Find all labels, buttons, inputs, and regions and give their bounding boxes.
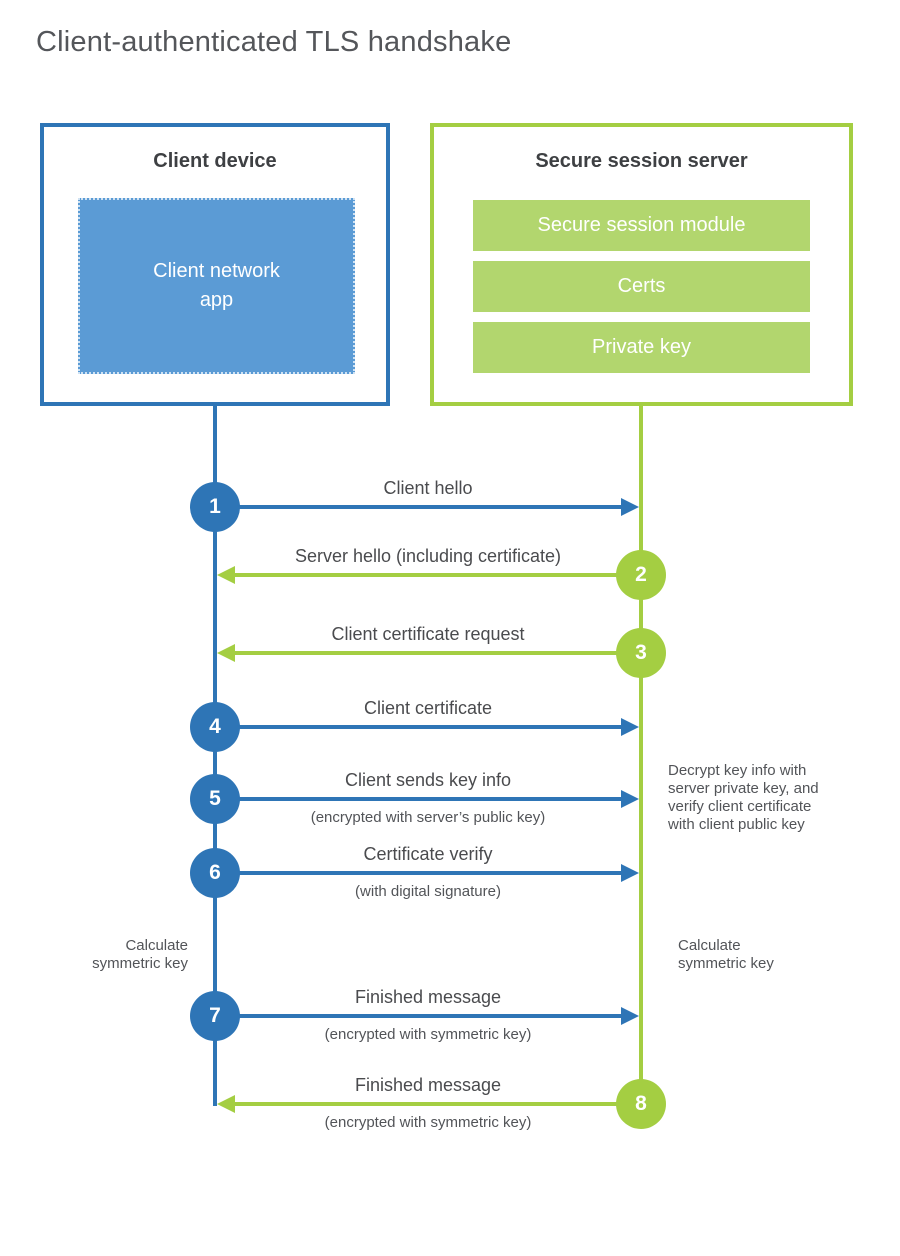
step-badge-5: 5 xyxy=(190,774,240,824)
arrow-line xyxy=(235,651,641,655)
arrow-line xyxy=(235,573,641,577)
message-label: Server hello (including certificate) xyxy=(294,546,562,566)
arrowhead-right-icon xyxy=(621,1007,639,1025)
message-label: Client hello xyxy=(383,478,473,498)
module-bar-certs: Certs xyxy=(473,261,810,312)
client-network-app-box: Client network app xyxy=(78,198,355,374)
arrowhead-left-icon xyxy=(217,566,235,584)
client-device-heading: Client device xyxy=(153,150,277,172)
step-badge-6: 6 xyxy=(190,848,240,898)
step-badge-8: 8 xyxy=(616,1079,666,1129)
module-bar-private-key: Private key xyxy=(473,322,810,373)
message-label: Client certificate request xyxy=(331,624,525,644)
arrow-line xyxy=(215,871,621,875)
message-label: Certificate verify xyxy=(363,844,493,864)
arrowhead-left-icon xyxy=(217,644,235,662)
calculate-symmetric-key-right-note: Calculate symmetric key xyxy=(678,937,774,972)
arrow-line xyxy=(215,797,621,801)
arrowhead-right-icon xyxy=(621,864,639,882)
step-badge-3: 3 xyxy=(616,628,666,678)
server-box: Secure session server Secure session mod… xyxy=(430,123,853,406)
arrow-line xyxy=(215,505,621,509)
page-title: Client-authenticated TLS handshake xyxy=(36,26,512,58)
message-sublabel: (encrypted with symmetric key) xyxy=(324,1026,532,1043)
calculate-symmetric-key-left-note: Calculate symmetric key xyxy=(92,937,188,972)
server-lifeline xyxy=(639,406,643,1106)
arrowhead-left-icon xyxy=(217,1095,235,1113)
step-badge-2: 2 xyxy=(616,550,666,600)
arrowhead-right-icon xyxy=(621,790,639,808)
message-sublabel: (with digital signature) xyxy=(355,883,501,900)
message-label: Client certificate xyxy=(363,698,493,718)
message-label: Finished message xyxy=(354,987,502,1007)
arrow-line xyxy=(215,1014,621,1018)
step-badge-7: 7 xyxy=(190,991,240,1041)
step-badge-1: 1 xyxy=(190,482,240,532)
message-label: Finished message xyxy=(354,1075,502,1095)
message-label: Client sends key info xyxy=(344,770,512,790)
client-lifeline xyxy=(213,406,217,1106)
client-device-box: Client device Client network app xyxy=(40,123,390,406)
server-heading: Secure session server xyxy=(535,150,748,172)
arrowhead-right-icon xyxy=(621,718,639,736)
module-bar-secure-session-module: Secure session module xyxy=(473,200,810,251)
arrow-line xyxy=(215,725,621,729)
step-badge-4: 4 xyxy=(190,702,240,752)
arrow-line xyxy=(235,1102,641,1106)
message-sublabel: (encrypted with server’s public key) xyxy=(310,809,546,826)
message-sublabel: (encrypted with symmetric key) xyxy=(324,1114,532,1131)
decrypt-note: Decrypt key info with server private key… xyxy=(668,762,819,833)
arrowhead-right-icon xyxy=(621,498,639,516)
